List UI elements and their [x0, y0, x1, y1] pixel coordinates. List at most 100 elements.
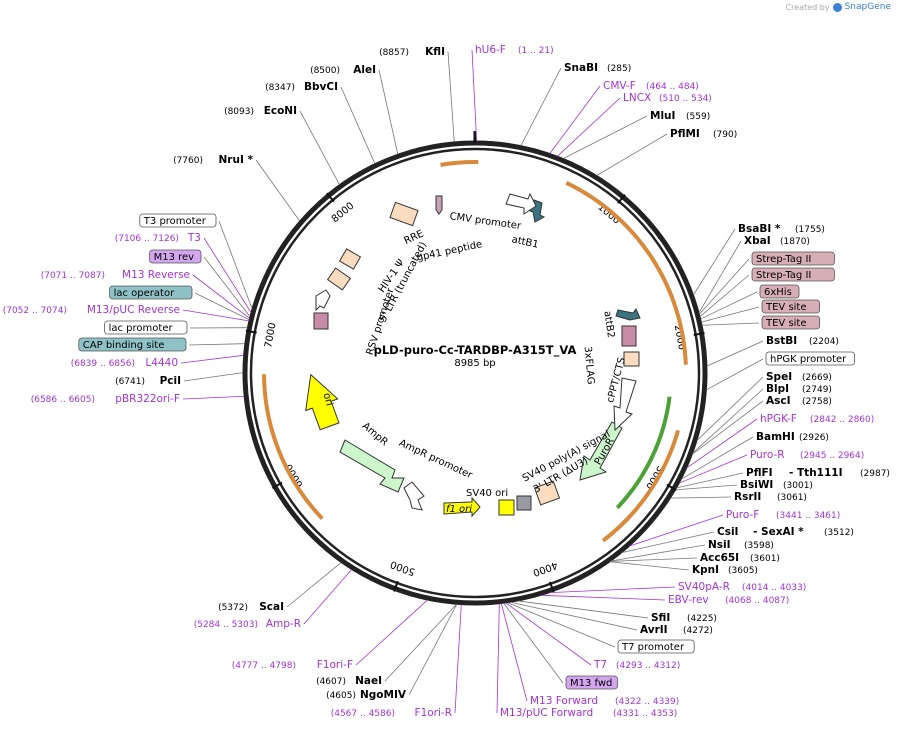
label-name: SfiI: [651, 612, 670, 624]
label-coord: (3601): [750, 554, 780, 564]
label-bsabi: BsaBI *(1755): [738, 223, 825, 235]
leader-line: [701, 306, 760, 323]
plasmid-size: 8985 bp: [454, 358, 495, 369]
cmv-promoter-feature: [505, 192, 537, 215]
label-name: RsrII: [734, 491, 761, 503]
tick-mark: [693, 332, 705, 336]
feature-box: [759, 284, 800, 299]
label-name: Acc65I: [700, 552, 739, 564]
label-m13-fwd: M13 fwd: [565, 675, 618, 690]
leader-line: [609, 561, 690, 571]
leader-line: [355, 599, 428, 666]
feature-box: [751, 267, 835, 282]
label-rsrii: RsrII(3061): [734, 491, 807, 503]
leader-line: [447, 51, 455, 142]
label-coord: (7760): [173, 156, 203, 166]
leader-line: [629, 514, 724, 547]
feature-box-label: M13 fwd: [570, 678, 612, 689]
label-coord: (5372): [218, 603, 248, 613]
leader-line: [693, 228, 736, 296]
label-puro-r: Puro-R(2945 .. 2964): [750, 449, 864, 461]
label-mlui: MluI(559): [650, 110, 710, 122]
feature-box-label: Strep-Tag II: [756, 254, 811, 265]
label-coord: (7052 .. 7074): [3, 306, 67, 316]
label-coord: (4567 .. 4586): [331, 709, 395, 719]
label-name: PflFI: [746, 467, 773, 479]
feature-box: [765, 351, 855, 366]
leader-line: [706, 358, 764, 391]
leader-line: [299, 110, 340, 185]
leader-line: [610, 557, 698, 562]
label-m13-forward: M13 Forward(4322 .. 4339): [530, 695, 679, 707]
label-coord: (4777 .. 4798): [232, 661, 296, 671]
label-ngomiv: NgoMIV(4605): [326, 689, 407, 701]
label-name: EcoNI: [264, 105, 297, 117]
leader-line: [702, 322, 760, 326]
tick-mark: [245, 329, 257, 334]
label-name: XbaI: [744, 235, 771, 247]
leader-line: [183, 372, 244, 382]
label-name: KpnI: [692, 564, 719, 576]
label-sfii: SfiI(4225): [651, 612, 717, 624]
label-name: BsiWI: [740, 479, 773, 491]
leader-line: [340, 86, 376, 164]
label-name: L4440: [145, 357, 178, 369]
leader-line: [700, 291, 758, 320]
rre-feature: [389, 201, 419, 227]
leader-line: [194, 292, 250, 321]
label-coord: (510 .. 534): [659, 94, 712, 104]
label-name: NsiI: [708, 539, 731, 551]
label-coord: (2987): [860, 469, 890, 479]
slc-feature: [623, 351, 640, 367]
label-coord: (8500): [310, 66, 340, 76]
feature-box-label: T3 promoter: [143, 216, 207, 227]
label-coord: (2758): [802, 397, 832, 407]
five-ltr-feature: [326, 267, 352, 291]
feature-box: [149, 249, 202, 264]
leader-line: [188, 343, 245, 346]
created-by-text: Created by: [785, 2, 830, 12]
puror-feature: [579, 421, 623, 481]
label-m13-puc-reverse: M13/pUC Reverse(7052 .. 7074): [3, 304, 180, 316]
label-bstbi: BstBI(2204): [766, 335, 839, 347]
label-name: pBR322ori-F: [115, 393, 180, 405]
feature-box-label: hPGK promoter: [770, 354, 847, 365]
inner-label-3xflag: 3xFLAG: [582, 346, 596, 385]
label-name: ScaI: [259, 601, 284, 613]
label-xbai: XbaI (1870): [744, 235, 810, 247]
label-coord: (1755): [795, 225, 825, 235]
leader-line: [182, 309, 250, 322]
leader-line: [686, 418, 758, 469]
label-coord: (3512): [824, 528, 854, 538]
label-lac-operator: lac operator: [109, 285, 193, 300]
leader-line: [541, 594, 666, 601]
label-name: NgoMIV: [360, 689, 407, 701]
label-t7-promoter: T7 promoter: [617, 639, 695, 654]
feature-box-label: TEV site: [765, 302, 807, 313]
leader-line: [706, 340, 764, 367]
label-nsii: NsiI(3598): [708, 539, 774, 551]
label-hpgk-f: hPGK-F(2842 .. 2860): [760, 413, 874, 425]
feature-box-label: M13 rev: [154, 252, 195, 263]
leader-line: [303, 569, 352, 625]
label-coord: (3441 .. 3461): [776, 511, 840, 521]
leader-line: [699, 274, 750, 317]
leader-lines: [180, 49, 764, 714]
feature-arcs: [262, 160, 688, 543]
leader-line: [692, 388, 764, 454]
feature-box: [617, 639, 695, 654]
label-name: AscI: [766, 395, 791, 407]
leader-line: [692, 400, 764, 455]
label-t3-promoter: T3 promoter: [139, 213, 217, 228]
label-pflfi: PflFI- Tth111I(2987): [746, 467, 890, 479]
cppt-feature: [613, 377, 637, 432]
label-tev-site: TEV site: [761, 299, 820, 314]
label-name: M13 Forward: [530, 695, 598, 707]
label-6xhis: 6xHis: [759, 284, 800, 299]
arc-insert: [565, 180, 688, 365]
label-coord: (1870): [780, 237, 810, 247]
label-acc65i: Acc65I (3601): [700, 552, 780, 564]
feature-box-label: lac operator: [114, 288, 175, 299]
label-lac-promoter: lac promoter: [104, 320, 188, 335]
label-lncx: LNCX(510 .. 534): [623, 92, 712, 104]
